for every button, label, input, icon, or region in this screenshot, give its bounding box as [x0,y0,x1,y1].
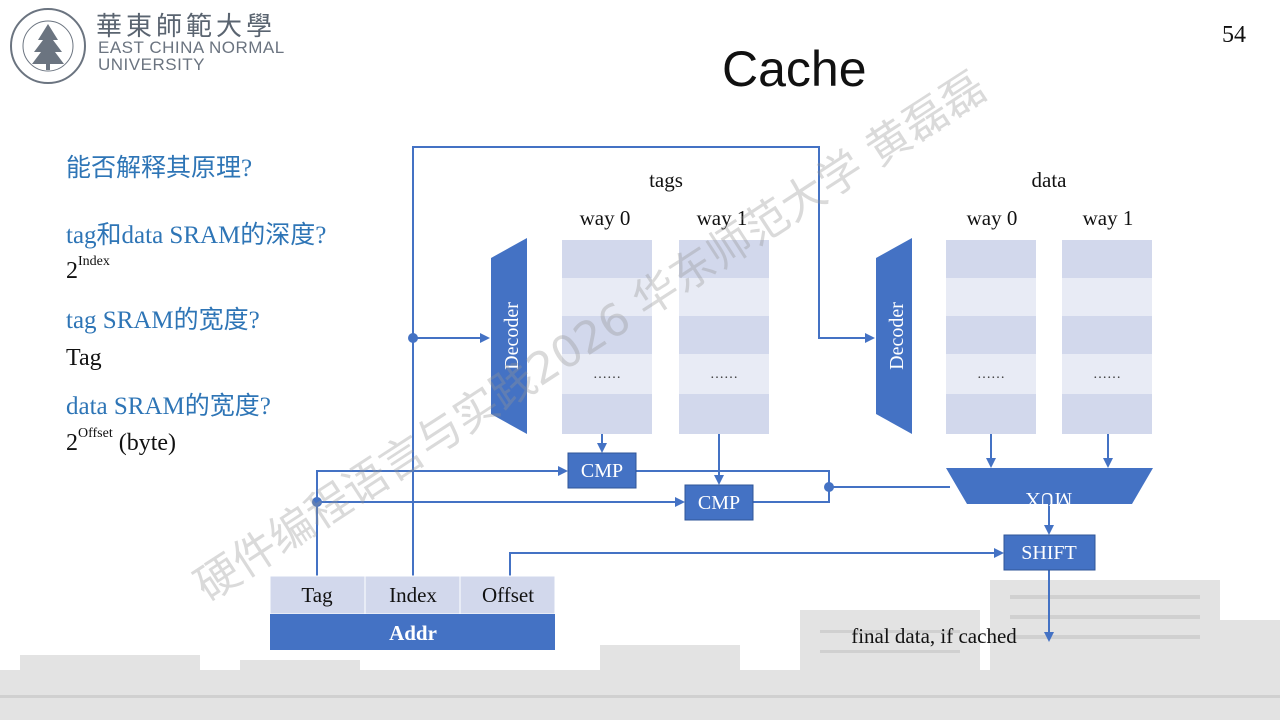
tags-way1-ellipsis: …… [710,367,738,382]
data-decoder: Decoder [876,238,912,434]
cmp-way0: CMP [567,452,637,489]
answer-tag-width: Tag [66,345,102,371]
question-principle: 能否解释其原理? [66,155,253,182]
university-name-cn: 華東師範大學 [96,12,277,42]
mux: MUX [946,468,1153,510]
shift-unit: SHIFT [1003,534,1096,571]
svg-text:MUX: MUX [1025,488,1072,510]
tags-way1-array: …… [679,240,769,434]
data-way0-ellipsis: …… [977,367,1005,382]
campus-building-background [0,580,1280,720]
tags-label: tags [649,168,683,192]
addr-offset-field: Offset [482,583,534,607]
data-way0-label: way 0 [967,206,1018,230]
tags-way0-array: …… [562,240,652,434]
address-fields: Tag Index Offset Addr [269,575,556,650]
cmp-way1: CMP [684,484,754,521]
data-way1-label: way 1 [1083,206,1134,230]
svg-text:Decoder: Decoder [501,302,523,370]
tags-way0-label: way 0 [580,206,631,230]
addr-label: Addr [389,621,437,645]
data-label: data [1032,168,1068,192]
answer-sram-depth: 2Index [66,254,110,284]
final-data-label: final data, if cached [851,624,1017,648]
data-way0-array: …… [946,240,1036,434]
svg-text:CMP: CMP [698,492,740,514]
university-name-en-line1: EAST CHINA NORMAL [98,38,285,57]
question-sram-depth: tag和data SRAM的深度? [66,222,327,249]
svg-text:Decoder: Decoder [886,302,908,370]
data-way1-ellipsis: …… [1093,367,1121,382]
tags-way1-label: way 1 [697,206,748,230]
answer-data-width: 2Offset (byte) [66,426,177,456]
question-data-width: data SRAM的宽度? [66,393,271,420]
addr-index-field: Index [389,583,437,607]
tags-way0-ellipsis: …… [593,367,621,382]
question-tag-width: tag SRAM的宽度? [66,307,260,334]
tags-decoder: Decoder [491,238,527,434]
data-way1-array: …… [1062,240,1152,434]
page-number: 54 [1222,22,1246,48]
university-name-en-line2: UNIVERSITY [98,55,206,74]
svg-text:CMP: CMP [581,460,623,482]
university-seal-icon [10,8,86,84]
addr-tag-field: Tag [301,583,333,607]
svg-text:SHIFT: SHIFT [1021,542,1077,564]
slide-title: Cache [722,41,867,97]
